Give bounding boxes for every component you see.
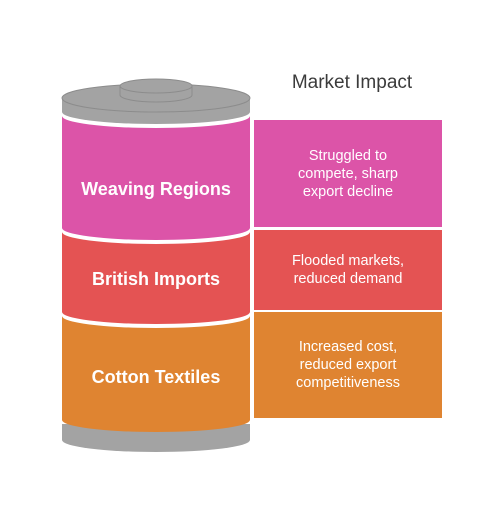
layer-label-line: Cotton Textiles xyxy=(91,367,221,387)
layer-label-line: Regions xyxy=(159,179,231,199)
impact-line: Flooded markets, xyxy=(291,253,405,269)
impact-line: reduced demand xyxy=(293,271,403,287)
segment-british-imports xyxy=(62,232,250,324)
impact-line: compete, sharp xyxy=(298,165,398,182)
impact-line: Struggled to xyxy=(308,147,388,164)
cylinder-knob-top xyxy=(119,78,193,94)
impact-line: competitiveness xyxy=(296,375,400,391)
layer-label-cotton-textiles: Cotton Textiles xyxy=(62,330,250,424)
impact-panel-british-imports: Flooded markets, reduced demand xyxy=(254,230,442,310)
market-impact-heading: Market Impact xyxy=(291,72,413,93)
impact-line: export decline xyxy=(302,183,394,200)
layer-label-line: Weaving xyxy=(81,179,155,199)
segment-weaving-regions xyxy=(62,116,250,240)
layer-label-weaving-regions: Weaving Regions xyxy=(62,150,250,228)
impact-panel-weaving-regions: Struggled to compete, sharp export decli… xyxy=(254,120,442,227)
cylinder-bottom-cap xyxy=(62,424,250,452)
impact-line: Increased cost, xyxy=(298,339,398,355)
impact-panel-cotton-textiles: Increased cost, reduced export competiti… xyxy=(254,312,442,418)
layer-label-line: British Imports xyxy=(91,269,220,289)
segment-cotton-textiles xyxy=(62,316,250,432)
impact-line: reduced export xyxy=(299,357,397,373)
layer-label-british-imports: British Imports xyxy=(62,244,250,314)
